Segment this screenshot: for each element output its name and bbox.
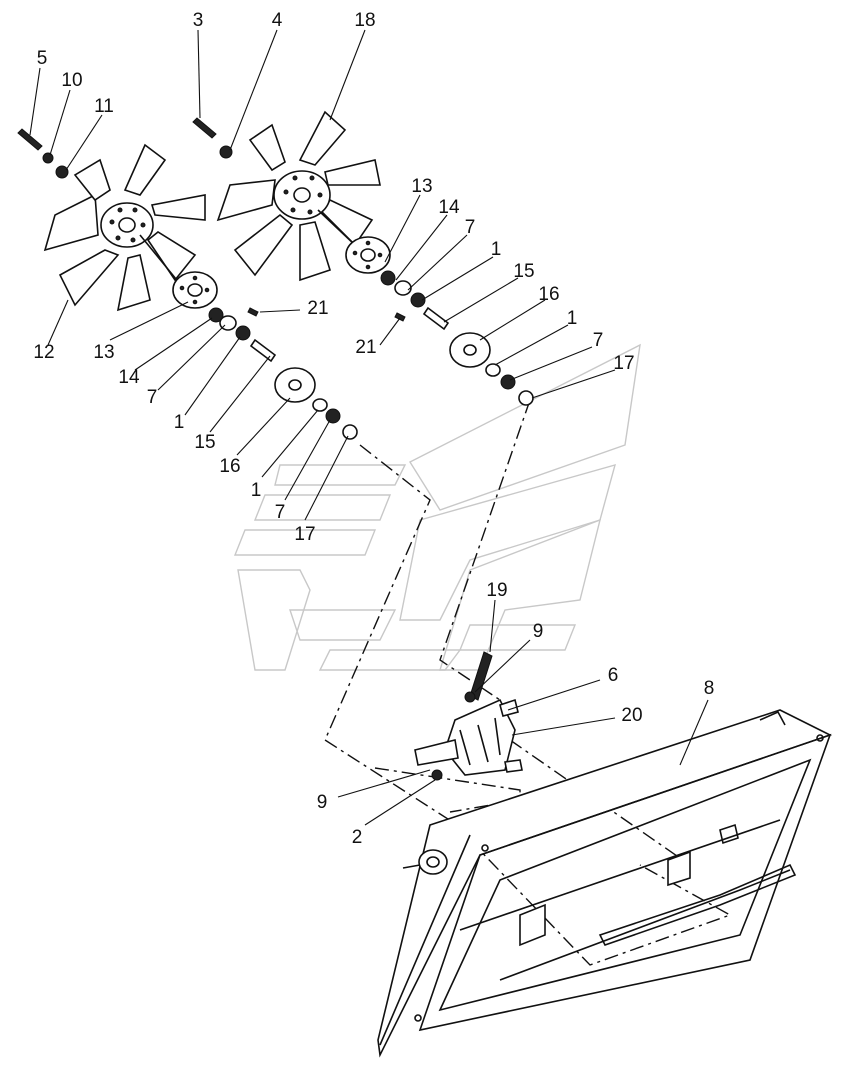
right-fan-blade — [216, 110, 381, 282]
callout-16-left: 16 — [219, 456, 240, 477]
callout-1-right: 1 — [491, 239, 502, 260]
left-bolt-stack — [17, 128, 69, 179]
callout-14-left: 14 — [118, 367, 140, 388]
callout-21-left: 21 — [307, 298, 328, 319]
callout-15-right: 15 — [513, 261, 534, 282]
callout-11: 11 — [94, 96, 114, 117]
callout-4: 4 — [272, 10, 283, 31]
callout-13-right: 13 — [411, 176, 432, 197]
callout-17-right: 17 — [613, 353, 634, 374]
callout-1-right-lower: 1 — [567, 308, 578, 329]
callout-2: 2 — [352, 827, 363, 848]
callout-7-left-lower: 7 — [275, 502, 286, 523]
callout-labels: 3 4 18 5 10 11 13 14 7 1 15 16 1 7 17 21… — [33, 10, 714, 848]
callout-12: 12 — [33, 342, 54, 363]
callout-1-left-lower: 1 — [251, 480, 262, 501]
callout-18: 18 — [354, 10, 375, 31]
callout-21-right: 21 — [355, 337, 376, 358]
callout-7-left: 7 — [147, 387, 158, 408]
callout-7-right: 7 — [465, 217, 476, 238]
leader-lines — [29, 29, 709, 826]
callout-10: 10 — [61, 70, 82, 91]
callout-8: 8 — [704, 678, 715, 699]
left-shaft-assembly — [172, 271, 358, 440]
callout-7-right-lower: 7 — [593, 330, 604, 351]
callout-17-left: 17 — [294, 524, 315, 545]
right-shaft-assembly — [345, 236, 534, 406]
callout-15-left: 15 — [194, 432, 215, 453]
mounting-frame — [377, 709, 833, 1058]
watermark-logo — [233, 343, 641, 671]
callout-13-left: 13 — [93, 342, 114, 363]
callout-3: 3 — [193, 10, 204, 31]
callout-19: 19 — [486, 580, 507, 601]
callout-6: 6 — [608, 665, 619, 686]
callout-20: 20 — [621, 705, 642, 726]
callout-9-upper: 9 — [533, 621, 544, 642]
callout-1-left: 1 — [174, 412, 185, 433]
left-fan-blade — [43, 143, 206, 312]
right-bolt-stack — [192, 117, 233, 159]
callout-9-lower: 9 — [317, 792, 328, 813]
gearbox — [414, 651, 523, 781]
callout-16-right: 16 — [538, 284, 559, 305]
callout-5: 5 — [37, 48, 48, 69]
callout-14-right: 14 — [438, 197, 460, 218]
